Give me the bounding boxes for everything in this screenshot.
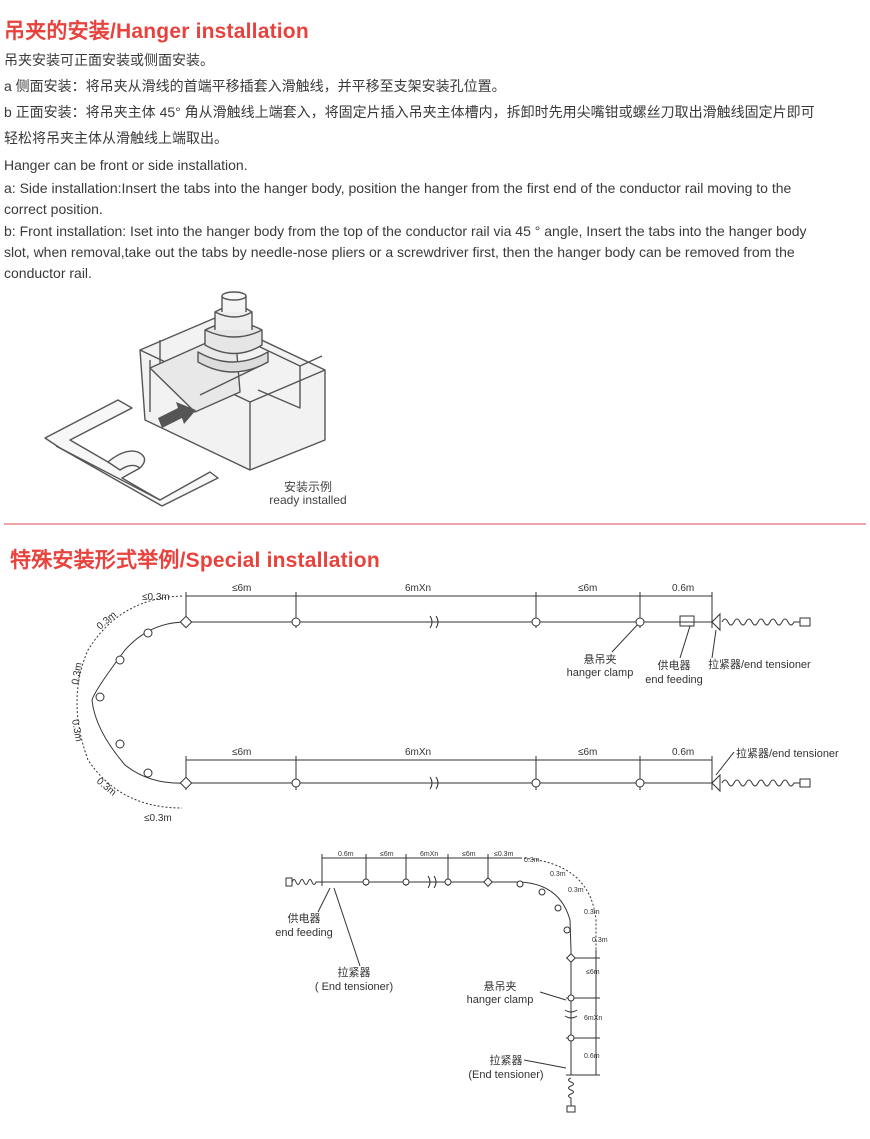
small-label-tensioner-zh: 拉紧器 (338, 965, 371, 979)
small-dim-03m-1: 0.3m (524, 857, 540, 864)
hanger-clamp-icon (291, 617, 301, 627)
small-label-tensioner2-en: (End tensioner) (468, 1069, 543, 1081)
small-dim-03m-3: 0.3m (568, 887, 584, 894)
dim-03m-3: 0.3m (69, 719, 84, 743)
section-divider (4, 523, 866, 525)
small-dim-06m-v: 0.6m (584, 1053, 600, 1060)
en-intro: Hanger can be front or side installation… (4, 157, 248, 173)
arrow-icon (158, 402, 196, 428)
dim-le6m-top: ≤6m (232, 583, 251, 594)
zh-front: b 正面安装：将吊夹主体 45° 角从滑触线上端套入，将固定片插入吊夹主体槽内，… (4, 104, 815, 120)
small-label-clamp-zh: 悬吊夹 (484, 980, 517, 993)
small-label-feed-zh: 供电器 (288, 911, 321, 925)
small-dim-le6m-v: ≤6m (586, 969, 600, 976)
label-tensioner-bottom: 拉紧器/end tensioner (736, 746, 839, 760)
small-dim-03m-5: 0.3m (592, 937, 608, 944)
label-feed-zh: 供电器 (658, 658, 691, 672)
en-side-2: correct position. (4, 201, 103, 217)
small-dim-03m-4: 0.3m (584, 909, 600, 916)
small-dim-03m-2: 0.3m (550, 871, 566, 878)
small-label-tensioner-en: ( End tensioner) (315, 981, 393, 993)
section-title-hanger: 吊夹的安装/Hanger installation (4, 20, 309, 43)
dim-06m-top: 0.6m (672, 583, 694, 594)
section-title-special: 特殊安装形式举例/Special installation (10, 549, 380, 572)
zh-front-2: 轻松将吊夹主体从滑触线上端取出。 (4, 130, 228, 146)
small-dim-06m: 0.6m (338, 851, 354, 858)
en-front-2: slot, when removal,take out the tabs by … (4, 244, 795, 260)
small-label-tensioner2-zh: 拉紧器 (490, 1053, 523, 1067)
label-clamp-zh: 悬吊夹 (584, 653, 617, 666)
dim-le6m-bottom-2: ≤6m (578, 747, 597, 758)
caption-zh: 安装示例 (283, 480, 332, 494)
dim-6mxn-bottom: 6mXn (405, 747, 431, 758)
small-dim-le6m: ≤6m (380, 851, 394, 858)
small-dim-le6m-2: ≤6m (462, 851, 476, 858)
label-tensioner-top: 拉紧器/end tensioner (708, 657, 811, 671)
dim-6mxn-top: 6mXn (405, 583, 431, 594)
en-side: a: Side installation:Insert the tabs int… (4, 180, 792, 196)
small-label-clamp-en: hanger clamp (467, 994, 534, 1006)
dim-le03m-bottom: ≤0.3m (144, 813, 172, 824)
dim-le03m-top: ≤0.3m (142, 592, 170, 603)
label-feed-en: end feeding (645, 674, 703, 686)
zh-intro: 吊夹安装可正面安装或侧面安装。 (4, 52, 214, 68)
small-dim-le03m: ≤0.3m (494, 851, 514, 858)
dim-le6m-top-2: ≤6m (578, 583, 597, 594)
small-label-feed-en: end feeding (275, 927, 333, 939)
en-front-3: conductor rail. (4, 265, 92, 281)
small-dim-6mxn-v: 6mXn (584, 1015, 602, 1022)
dim-03m-1: 0.3m (95, 610, 119, 633)
en-front: b: Front installation: Iset into the han… (4, 223, 807, 239)
dim-03m-4: 0.3m (94, 776, 118, 799)
zh-side: a 侧面安装：将吊夹从滑线的首端平移插套入滑触线，并平移至支架安装孔位置。 (4, 78, 506, 94)
dim-03m-2: 0.3m (70, 662, 85, 686)
dim-le6m-bottom: ≤6m (232, 747, 251, 758)
label-clamp-en: hanger clamp (567, 667, 634, 679)
caption-en: ready installed (269, 493, 347, 507)
dim-06m-bottom: 0.6m (672, 747, 694, 758)
small-dim-6mxn: 6mXn (420, 851, 438, 858)
